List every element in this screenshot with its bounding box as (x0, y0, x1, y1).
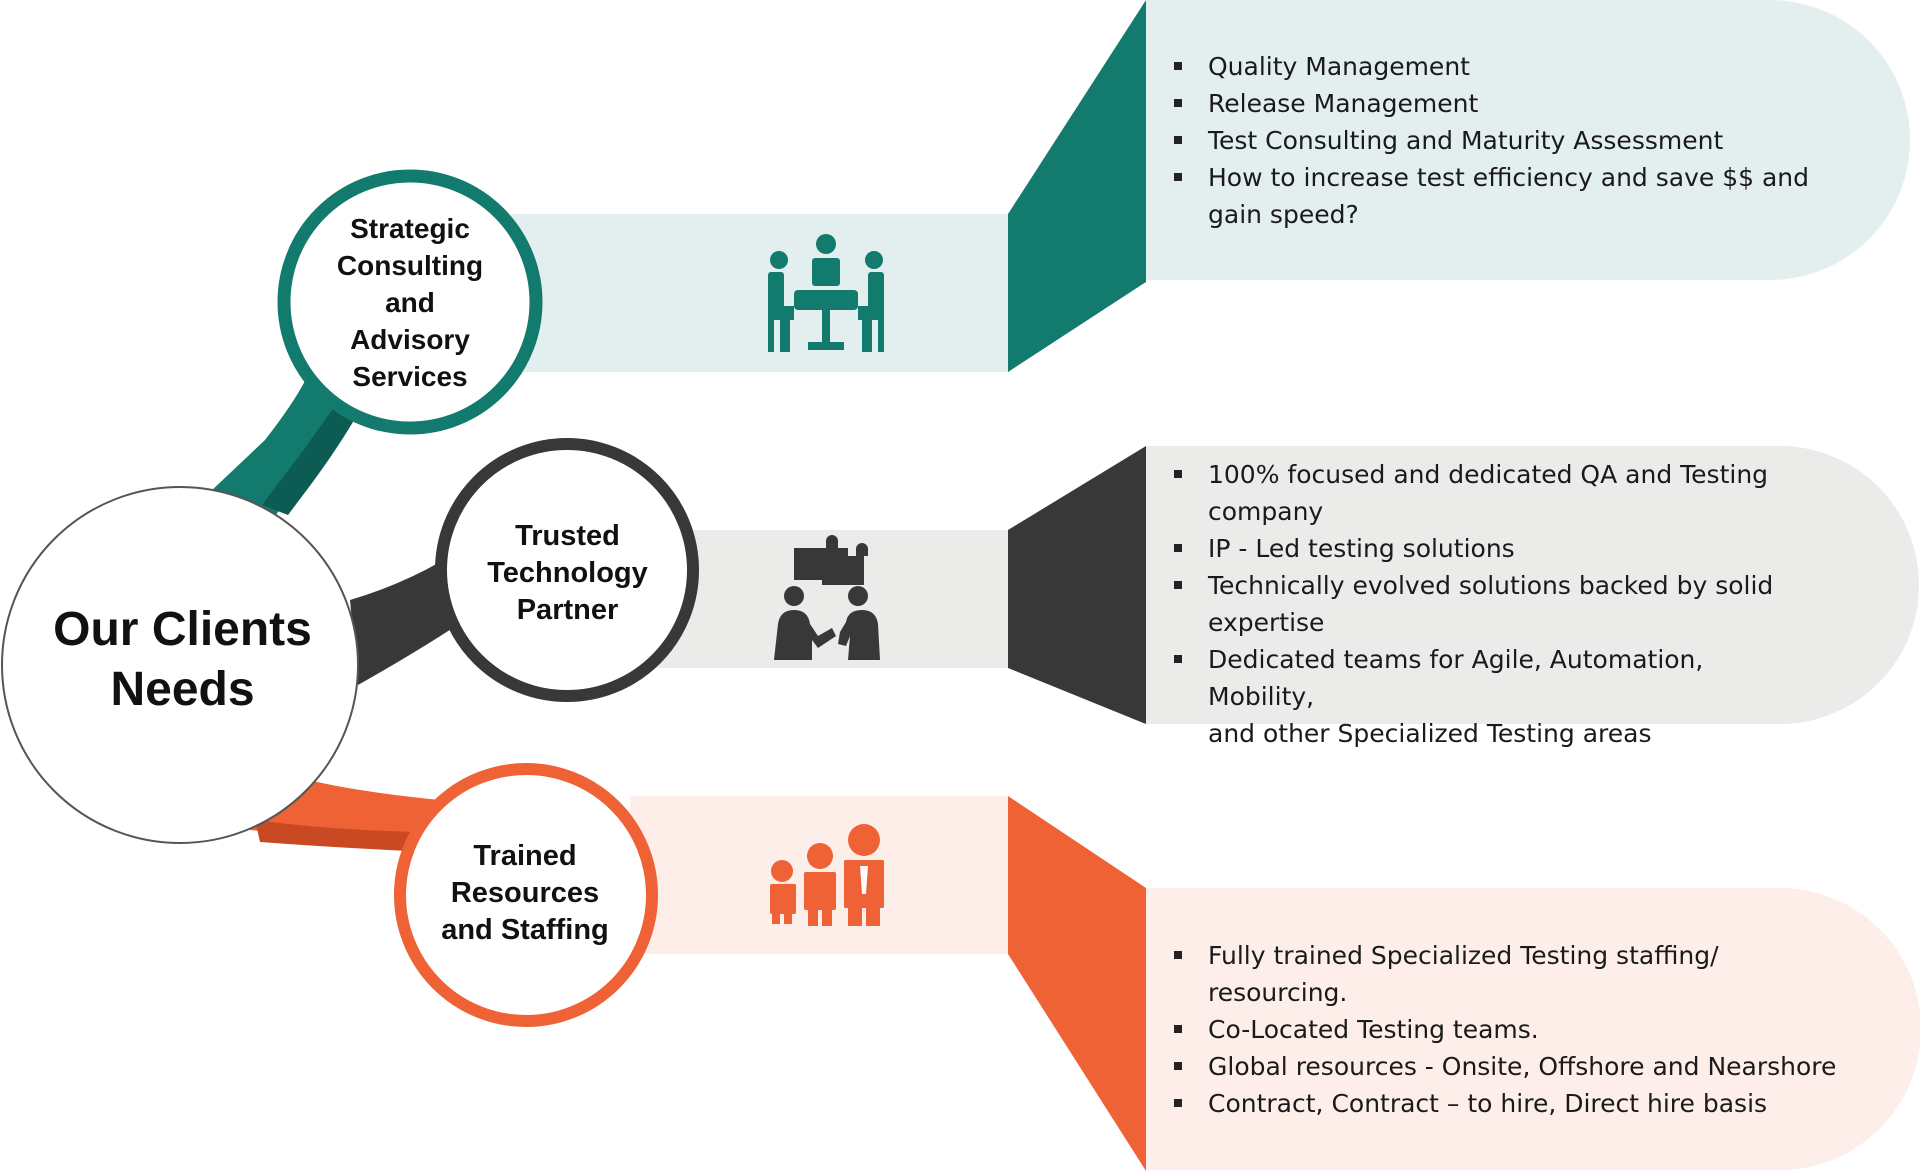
label-line: Services (352, 361, 468, 392)
hub-title-line: Our Clients (53, 603, 312, 656)
gray-connector (350, 562, 465, 685)
teal-bullet-panel (1146, 0, 1910, 280)
branch-strategic-consulting (210, 0, 1910, 522)
gray-bullet-panel (1146, 446, 1919, 724)
bullet-item: Release Management (1170, 85, 1810, 122)
bullet-item: Dedicated teams for Agile, Automation, M… (1170, 641, 1810, 715)
label-line: Advisory (350, 324, 470, 355)
orange-chevron (1008, 796, 1146, 1171)
label-line: and (385, 287, 435, 318)
strategic-consulting-label: Strategic Consulting and Advisory Servic… (300, 210, 520, 395)
bullet-item: How to increase test efficiency and save… (1170, 159, 1810, 196)
strategic-consulting-bullets: Quality Management Release Management Te… (1170, 48, 1810, 233)
branch-trained-resources (250, 763, 1920, 1171)
orange-connector-shade (255, 820, 430, 852)
label-line: Trusted (515, 520, 620, 552)
label-line: Partner (516, 594, 619, 626)
label-line: Resources (450, 877, 600, 909)
teal-chevron (1008, 0, 1146, 372)
staff-group-icon (770, 824, 884, 926)
bullet-item: Fully trained Specialized Testing staffi… (1170, 937, 1850, 974)
bullet-item: Quality Management (1170, 48, 1810, 85)
branch-trusted-partner (350, 438, 1919, 724)
label-line: and Staffing (441, 914, 609, 946)
teal-band (455, 214, 1010, 372)
hub-circle (1, 486, 359, 844)
trained-resources-label: Trained Resources and Staffing (410, 838, 640, 949)
trained-resources-bullets: Fully trained Specialized Testing staffi… (1170, 937, 1850, 1122)
bullet-item: Technically evolved solutions backed by … (1170, 567, 1810, 604)
bullet-item: Test Consulting and Maturity Assessment (1170, 122, 1810, 159)
meeting-table-icon (768, 234, 884, 352)
label-line: Trained (473, 840, 577, 872)
bullet-continuation: gain speed? (1208, 200, 1359, 229)
handshake-puzzle-icon (774, 535, 880, 660)
bullet-item: Co-Located Testing teams. (1170, 1011, 1850, 1048)
bullet-item: 100% focused and dedicated QA and Testin… (1170, 456, 1810, 493)
bullet-item: Global resources - Onsite, Offshore and … (1170, 1048, 1850, 1085)
bullet-item: IP - Led testing solutions (1170, 530, 1810, 567)
trusted-partner-label: Trusted Technology Partner (455, 518, 680, 629)
gray-chevron (1008, 446, 1146, 724)
bullet-item: Contract, Contract – to hire, Direct hir… (1170, 1085, 1850, 1122)
teal-circle (277, 169, 543, 435)
orange-circle (394, 763, 658, 1027)
bullet-continuation: and other Specialized Testing areas (1208, 719, 1652, 748)
orange-bullet-panel (1146, 888, 1920, 1170)
bullet-continuation: company (1208, 497, 1324, 526)
label-line: Technology (487, 557, 648, 589)
teal-connector-shade (262, 400, 360, 515)
label-line: Strategic (350, 213, 470, 244)
trusted-partner-bullets: 100% focused and dedicated QA and Testin… (1170, 456, 1810, 752)
teal-connector (210, 370, 350, 522)
gray-circle (435, 438, 699, 702)
hub-title: Our Clients Needs (5, 600, 360, 720)
bullet-continuation: resourcing. (1208, 978, 1348, 1007)
label-line: Consulting (336, 250, 484, 281)
bullet-continuation: expertise (1208, 608, 1325, 637)
hub-title-line: Needs (110, 663, 255, 716)
